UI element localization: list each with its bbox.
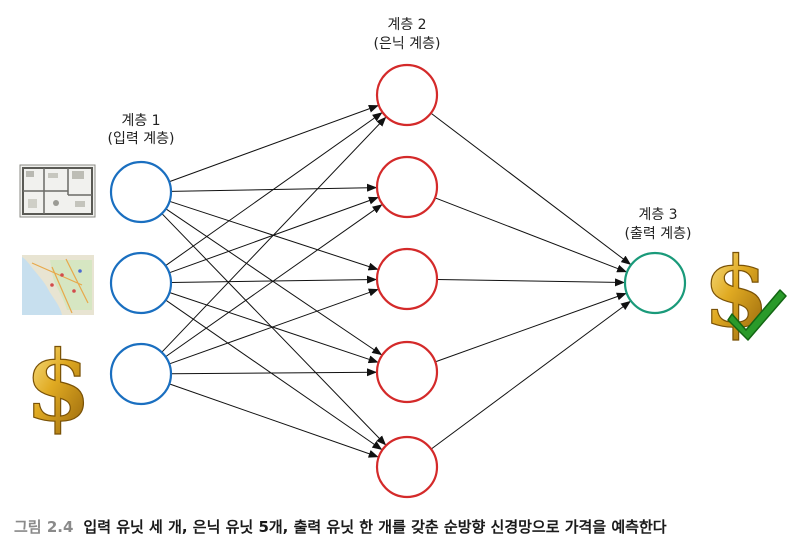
edge-input3-hidden2 (165, 204, 383, 358)
edge-input1-hidden4 (165, 208, 383, 356)
hidden-layer-title: 계층 2 (387, 17, 426, 33)
map-icon (22, 255, 94, 315)
output-layer-subtitle: (출력 계층) (625, 226, 692, 242)
dollar-sign-icon: $ (702, 235, 770, 349)
hidden-node-5 (375, 435, 439, 499)
hidden-layer-subtitle: (은닉 계층) (374, 36, 441, 52)
nodes (109, 63, 687, 499)
figure-caption: 그림 2.4 입력 유닛 세 개, 은닉 유닛 5개, 출력 유닛 한 개를 갖춘… (14, 516, 804, 537)
hidden-node-3 (375, 247, 439, 311)
edge-input2-hidden5 (165, 299, 383, 450)
hidden-node-1 (375, 63, 439, 127)
input-node-2 (109, 251, 173, 315)
edge-hidden1-output1 (430, 112, 632, 265)
dollar-sign-icon: $ (24, 329, 92, 443)
input-layer-subtitle: (입력 계층) (108, 131, 175, 147)
edge-input3-hidden4 (170, 368, 378, 377)
floor-plan-icon (19, 164, 96, 218)
edge-input3-hidden5 (169, 383, 379, 458)
edge-input2-hidden1 (165, 112, 383, 267)
figure-number: 그림 2.4 (14, 518, 74, 536)
edge-hidden2-output1 (434, 197, 628, 273)
edge-input1-hidden5 (161, 213, 387, 446)
edge-input1-hidden1 (169, 104, 379, 183)
input-node-3 (109, 342, 173, 406)
edge-input3-hidden1 (161, 116, 387, 353)
edge-hidden4-output1 (435, 292, 627, 363)
edge-hidden5-output1 (430, 300, 631, 450)
output-node-1 (623, 251, 687, 315)
hidden-node-2 (375, 155, 439, 219)
svg-text:$: $ (25, 330, 92, 443)
input-node-1 (109, 160, 173, 224)
hidden-node-4 (375, 340, 439, 404)
checkmark-icon (727, 289, 787, 341)
edge-hidden3-output1 (436, 278, 626, 287)
output-layer-title: 계층 3 (638, 207, 677, 223)
connections (161, 104, 632, 458)
input-layer-title: 계층 1 (121, 113, 160, 129)
edge-input2-hidden4 (169, 292, 379, 364)
svg-text:$: $ (703, 236, 770, 349)
caption-text: 입력 유닛 세 개, 은닉 유닛 5개, 출력 유닛 한 개를 갖춘 순방향 신… (83, 518, 667, 536)
edge-input3-hidden3 (169, 288, 379, 365)
